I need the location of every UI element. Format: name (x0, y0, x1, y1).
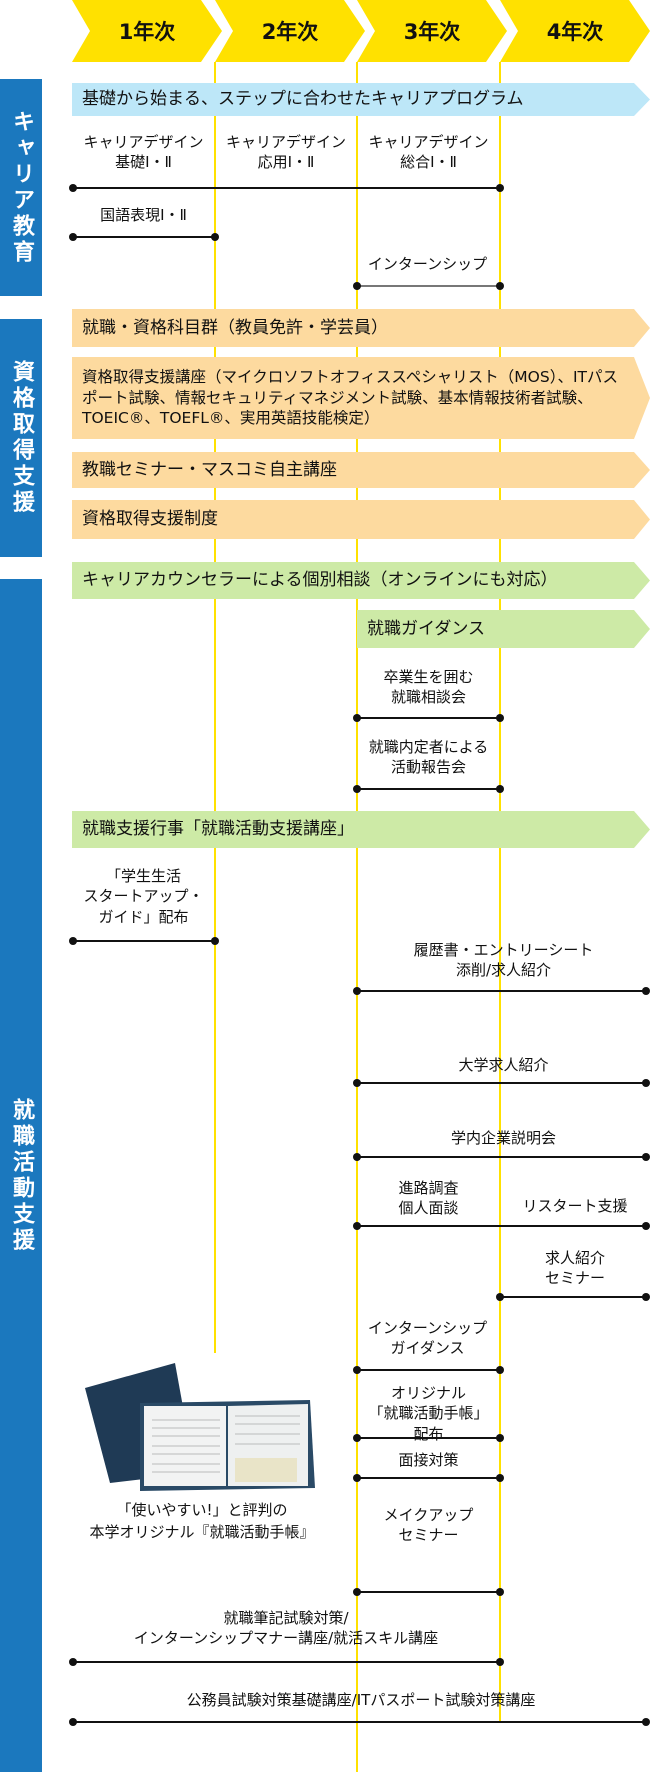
startup-span (69, 937, 219, 945)
year-divider-2 (356, 62, 358, 1772)
kokugo-item: 国語表現Ⅰ・Ⅱ (100, 206, 187, 224)
counseling-bar: キャリアカウンセラーによる個別相談（オンラインにも対応） (72, 562, 650, 599)
year-4-header: 4年次 (500, 0, 650, 62)
makeup-span (353, 1588, 504, 1596)
qualification-system-bar: 資格取得支援制度 (72, 500, 650, 539)
makeup-seminar: メイクアップ セミナー (383, 1506, 474, 1545)
section-career-education: キャリア教育 (0, 79, 42, 296)
year-divider-3 (499, 62, 501, 1722)
internship-guidance: インターンシップ ガイダンス (367, 1319, 488, 1358)
section-job-support: 就職活動支援 (0, 579, 42, 1772)
university-job-intro: 大学求人紹介 (458, 1056, 549, 1074)
caption-line-2: 本学オリジナル『就職活動手帳』 (89, 1522, 315, 1541)
interview-prep: 面接対策 (398, 1451, 459, 1469)
resume-span (353, 987, 650, 995)
year-divider-1 (214, 62, 216, 1353)
notebook-distribution: オリジナル 「就職活動手帳」 配布 (368, 1384, 489, 1443)
year-1-header: 1年次 (72, 0, 222, 62)
job-event-bar: 就職支援行事「就職活動支援講座」 (72, 811, 650, 848)
civil-service-prep: 公務員試験対策基礎講座/ITパスポート試験対策講座 (186, 1691, 536, 1709)
internship-item: インターンシップ (367, 255, 488, 273)
career-survey: 進路調査 個人面談 (398, 1179, 459, 1218)
career-program-bar: 基礎から始まる、ステップに合わせたキャリアプログラム (72, 83, 650, 116)
civil-span (69, 1718, 650, 1726)
restart-support: リスタート支援 (522, 1197, 628, 1215)
resume-review: 履歴書・エントリーシート 添削/求人紹介 (413, 941, 594, 980)
career-design-span (69, 184, 504, 192)
job-seminar-span (496, 1293, 650, 1301)
job-subjects-bar: 就職・資格科目群（教員免許・学芸員） (72, 309, 650, 347)
notebook-image (80, 1358, 325, 1493)
startup-guide: 「学生生活 スタートアップ・ ガイド」配布 (83, 867, 204, 926)
alumni-consultation: 卒業生を囲む 就職相談会 (383, 668, 474, 707)
career-design-comprehensive: キャリアデザイン 総合Ⅰ・Ⅱ (368, 133, 489, 172)
notebook-caption: 「使いやすい!」と評判の 本学オリジナル『就職活動手帳』 (72, 1500, 332, 1544)
section-qualification-support: 資格取得支援 (0, 319, 42, 557)
year-3-header: 3年次 (357, 0, 507, 62)
internship-span (353, 282, 504, 290)
career-design-basic: キャリアデザイン 基礎Ⅰ・Ⅱ (83, 133, 204, 172)
teacher-seminar-bar: 教職セミナー・マスコミ自主講座 (72, 452, 650, 488)
univ-jobs-span (353, 1079, 650, 1087)
written-span (69, 1658, 504, 1666)
kokugo-span (69, 233, 219, 241)
job-guidance-bar: 就職ガイダンス (357, 610, 650, 648)
interview-span (353, 1474, 504, 1482)
job-seminar: 求人紹介 セミナー (544, 1249, 605, 1288)
company-span (353, 1153, 650, 1161)
alumni-span (353, 714, 504, 722)
career-design-applied: キャリアデザイン 応用Ⅰ・Ⅱ (225, 133, 346, 172)
written-exam-prep: 就職筆記試験対策/ インターンシップマナー講座/就活スキル講座 (133, 1609, 439, 1648)
year-2-header: 2年次 (215, 0, 365, 62)
caption-line-1: 「使いやすい!」と評判の (116, 1501, 288, 1519)
intern-guidance-span (353, 1366, 504, 1374)
naitei-span (353, 785, 504, 793)
company-briefing: 学内企業説明会 (450, 1129, 556, 1147)
survey-restart-span (353, 1222, 650, 1230)
naitei-report: 就職内定者による 活動報告会 (368, 738, 489, 777)
notebook-span (353, 1434, 504, 1442)
qualification-course-bar: 資格取得支援講座（マイクロソフトオフィススペシャリスト（MOS）、ITパスポート… (72, 357, 650, 439)
